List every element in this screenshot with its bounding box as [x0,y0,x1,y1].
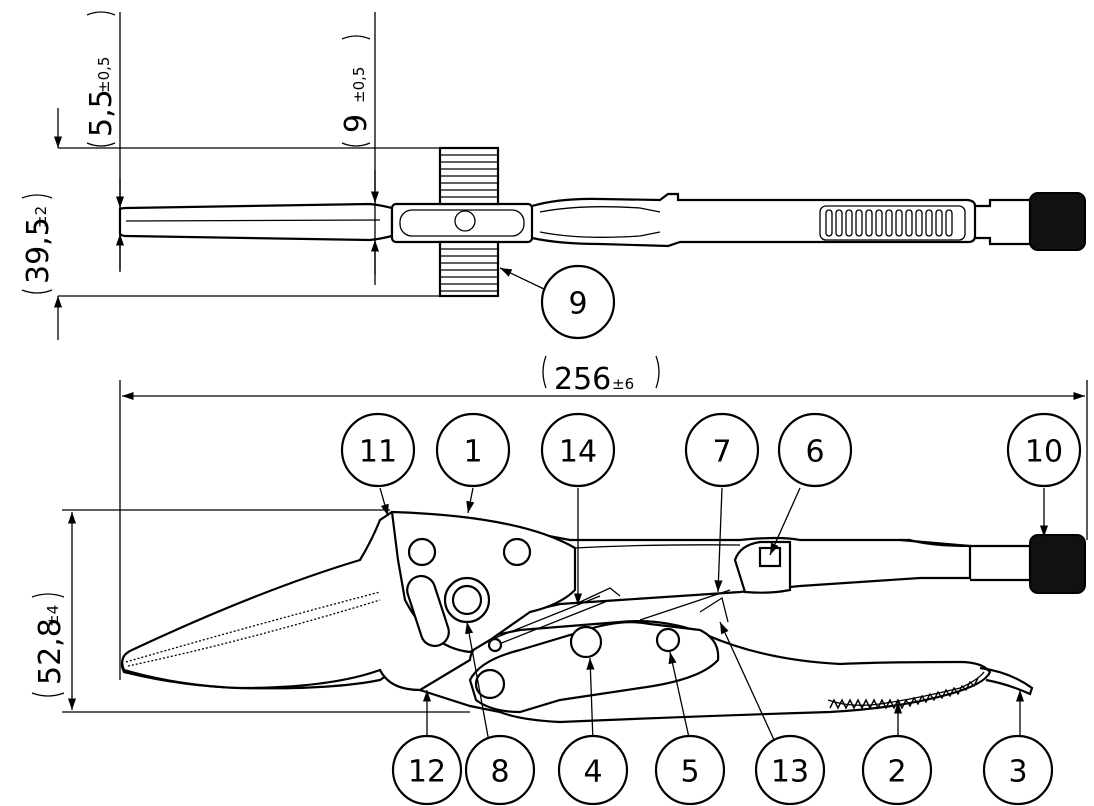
callout-2: 2 [861,734,933,806]
side-view [62,380,1088,743]
top-view [53,12,1086,340]
callout-13: 13 [754,734,826,806]
callout-1-label: 1 [463,435,482,470]
callout-5: 5 [654,734,726,806]
callout-6: 6 [777,412,853,488]
dim-total-width: 39,5 ±2 [21,194,56,294]
callout-2-label: 2 [887,755,906,790]
dim-total-length-tol: ±6 [612,375,634,393]
callout-11: 11 [340,412,416,488]
end-cap-side [1029,534,1086,594]
callout-6-label: 6 [805,435,824,470]
dim-total-width-value: 39,5 [21,217,56,284]
callout-12-label: 12 [408,755,446,790]
callout-7: 7 [684,412,760,488]
callout-13-label: 13 [771,755,809,790]
dim-total-width-tol: ±2 [32,206,50,228]
callout-3-label: 3 [1008,755,1027,790]
dim-height-value: 52,8 [33,618,68,685]
dim-jaw-width-tol: ±0,5 [350,67,368,103]
dim-tip-width-value: 5,5 [84,89,119,137]
callout-9-label: 9 [568,287,587,322]
callout-5-label: 5 [680,755,699,790]
callout-9: 9 [540,264,616,340]
callout-7-label: 7 [712,435,731,470]
callout-10: 10 [1006,412,1082,488]
callout-12: 12 [391,734,463,806]
callout-8-label: 8 [490,755,509,790]
callout-4: 4 [557,734,629,806]
callout-3: 3 [982,734,1054,806]
callout-11-label: 11 [359,435,397,470]
end-cap-top [1029,192,1086,251]
dim-tip-width: 5,5 ±0,5 [84,11,119,147]
callout-4-label: 4 [583,755,602,790]
dim-height-tol: ±4 [44,605,62,627]
dim-total-length-value: 256 [554,362,611,397]
dim-jaw-width: 9 ±0,5 [339,35,374,147]
dim-height: 52,8 ±4 [31,593,68,697]
callout-10-label: 10 [1025,435,1063,470]
callout-14: 14 [540,412,616,488]
dim-jaw-width-value: 9 [339,114,374,133]
dim-total-length: 256 ±6 [542,355,660,397]
callout-14-label: 14 [559,435,597,470]
callout-1: 1 [435,412,511,488]
dim-tip-width-tol: ±0,5 [95,57,113,93]
callout-8: 8 [464,734,536,806]
